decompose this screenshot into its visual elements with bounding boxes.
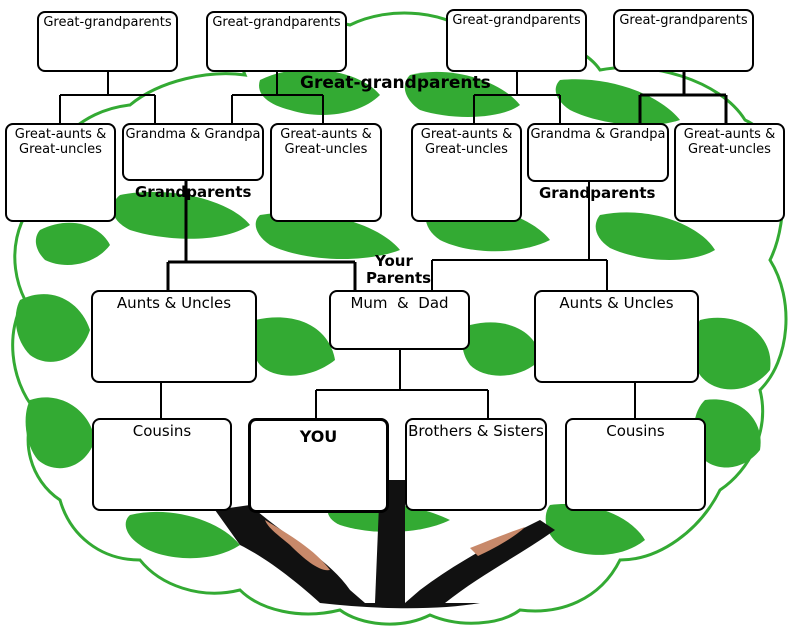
your-parents-caption-line2: Parents <box>366 269 432 287</box>
box-label: Great-aunts & Great-uncles <box>683 127 776 157</box>
aunts-uncles-box-right[interactable]: Aunts & Uncles <box>534 290 699 383</box>
box-label: Cousins <box>606 422 665 440</box>
grandparents-caption-right: Grandparents <box>539 184 656 202</box>
box-label: YOU <box>299 427 338 446</box>
mum-dad-box[interactable]: Mum & Dad <box>329 290 470 350</box>
great-grandparents-box-2[interactable]: Great-grandparents <box>206 11 347 72</box>
box-label: Great-aunts & Great-uncles <box>14 127 107 157</box>
leaf-masses <box>15 69 771 559</box>
box-label: Cousins <box>132 422 192 440</box>
brothers-sisters-box[interactable]: Brothers & Sisters <box>405 418 547 511</box>
great-grandparents-box-1[interactable]: Great-grandparents <box>37 11 178 72</box>
you-box[interactable]: YOU <box>248 418 389 513</box>
box-label: Brothers & Sisters <box>408 422 544 440</box>
box-label: Aunts & Uncles <box>559 294 674 312</box>
grandma-grandpa-box-left[interactable]: Grandma & Grandpa <box>122 123 264 181</box>
great-aunts-uncles-box-4[interactable]: Great-aunts & Great-uncles <box>674 123 785 222</box>
cousins-box-left[interactable]: Cousins <box>92 418 232 511</box>
aunts-uncles-box-left[interactable]: Aunts & Uncles <box>91 290 257 383</box>
great-aunts-uncles-box-2[interactable]: Great-aunts & Great-uncles <box>270 123 382 222</box>
box-label: Grandma & Grandpa <box>530 127 666 142</box>
box-label: Great-grandparents <box>43 15 172 30</box>
great-aunts-uncles-box-1[interactable]: Great-aunts & Great-uncles <box>5 123 116 222</box>
grandparents-caption-left: Grandparents <box>135 183 252 201</box>
great-grandparents-box-3[interactable]: Great-grandparents <box>446 9 587 72</box>
great-grandparents-box-4[interactable]: Great-grandparents <box>613 9 754 72</box>
your-parents-caption-line1: Your <box>375 252 413 270</box>
cousins-box-right[interactable]: Cousins <box>565 418 706 511</box>
box-label: Grandma & Grandpa <box>125 127 261 142</box>
great-grandparents-caption: Great-grandparents <box>300 73 491 93</box>
box-label: Great-aunts & Great-uncles <box>420 127 513 157</box>
grandma-grandpa-box-right[interactable]: Grandma & Grandpa <box>527 123 669 182</box>
box-label: Great-grandparents <box>619 13 748 28</box>
connector-lines <box>59 72 728 418</box>
box-label: Great-grandparents <box>452 13 581 28</box>
box-label: Mum & Dad <box>350 294 449 312</box>
great-aunts-uncles-box-3[interactable]: Great-aunts & Great-uncles <box>411 123 522 222</box>
box-label: Great-aunts & Great-uncles <box>280 127 372 157</box>
box-label: Aunts & Uncles <box>116 294 232 312</box>
box-label: Great-grandparents <box>212 15 341 30</box>
